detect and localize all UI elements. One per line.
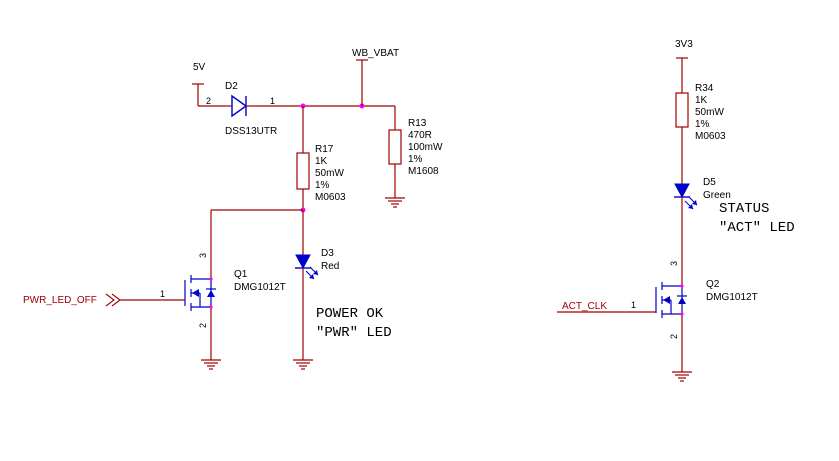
- power-3v3-symbol: 3V3: [675, 39, 693, 93]
- net-label-wbvbat: WB_VBAT: [352, 48, 399, 59]
- q2-pin-source: 2: [669, 334, 679, 339]
- q1-part: DMG1012T: [234, 282, 286, 293]
- ground-d3: [293, 359, 313, 370]
- note-act-led: "ACT" LED: [719, 220, 795, 236]
- power-5v-symbol: 5V: [192, 62, 222, 107]
- d5-color: Green: [703, 190, 731, 201]
- r34-ref: R34: [695, 83, 714, 94]
- resistor-r17: R17 1K 50mW 1% M0603: [296, 106, 346, 210]
- q2-pin-drain: 3: [669, 261, 679, 266]
- r34-tolerance: 1%: [695, 119, 710, 130]
- d3-color: Red: [321, 261, 339, 272]
- r13-power: 100mW: [408, 142, 443, 153]
- r34-power: 50mW: [695, 107, 724, 118]
- q2-pin-gate: 1: [631, 300, 636, 310]
- d2-ref: D2: [225, 81, 238, 92]
- r17-package: M0603: [315, 192, 346, 203]
- r34-package: M0603: [695, 131, 726, 142]
- signal-act-clk-net: ACT_CLK: [557, 301, 656, 313]
- r17-tolerance: 1%: [315, 180, 330, 191]
- led-d5: D5 Green: [674, 177, 731, 262]
- diode-d2: D2 DSS13UTR 2 1: [206, 81, 277, 137]
- q1-pin-drain: 3: [198, 253, 208, 258]
- r17-power: 50mW: [315, 168, 344, 179]
- r13-package: M1608: [408, 166, 439, 177]
- r13-tolerance: 1%: [408, 154, 423, 165]
- ground-r13: [385, 197, 405, 208]
- signal-act-clk: ACT_CLK: [562, 301, 607, 312]
- led-d3: D3 Red: [295, 210, 339, 360]
- power-wbvbat-symbol: WB_VBAT: [352, 48, 399, 106]
- q2-part: DMG1012T: [706, 292, 758, 303]
- port-pwr-led-off: PWR_LED_OFF: [23, 293, 185, 307]
- resistor-r34: R34 1K 50mW 1% M0603: [675, 83, 726, 184]
- net-label-3v3: 3V3: [675, 39, 693, 50]
- r34-value: 1K: [695, 95, 708, 106]
- r13-ref: R13: [408, 118, 427, 129]
- net-label-5v: 5V: [193, 62, 206, 73]
- note-power-ok: POWER OK: [316, 306, 384, 322]
- note-pwr-led: "PWR" LED: [316, 325, 392, 341]
- ground-q2: [672, 371, 692, 382]
- d2-part: DSS13UTR: [225, 126, 277, 137]
- note-status: STATUS: [719, 201, 769, 217]
- r13-value: 470R: [408, 130, 432, 141]
- mosfet-q2: Q2 DMG1012T 3 2 1: [631, 261, 758, 372]
- r17-value: 1K: [315, 156, 328, 167]
- d2-pin-anode: 2: [206, 96, 211, 106]
- mosfet-q1: Q1 DMG1012T 3 2 1: [160, 253, 286, 360]
- q1-pin-source: 2: [198, 323, 208, 328]
- resistor-r13: R13 470R 100mW 1% M1608: [388, 106, 443, 198]
- signal-pwr-led-off: PWR_LED_OFF: [23, 295, 97, 306]
- q1-pin-gate: 1: [160, 289, 165, 299]
- r17-ref: R17: [315, 144, 334, 155]
- d3-ref: D3: [321, 248, 334, 259]
- q2-ref: Q2: [706, 279, 720, 290]
- d5-ref: D5: [703, 177, 716, 188]
- d2-pin-cathode: 1: [270, 96, 275, 106]
- q1-ref: Q1: [234, 269, 248, 280]
- ground-q1: [201, 359, 221, 370]
